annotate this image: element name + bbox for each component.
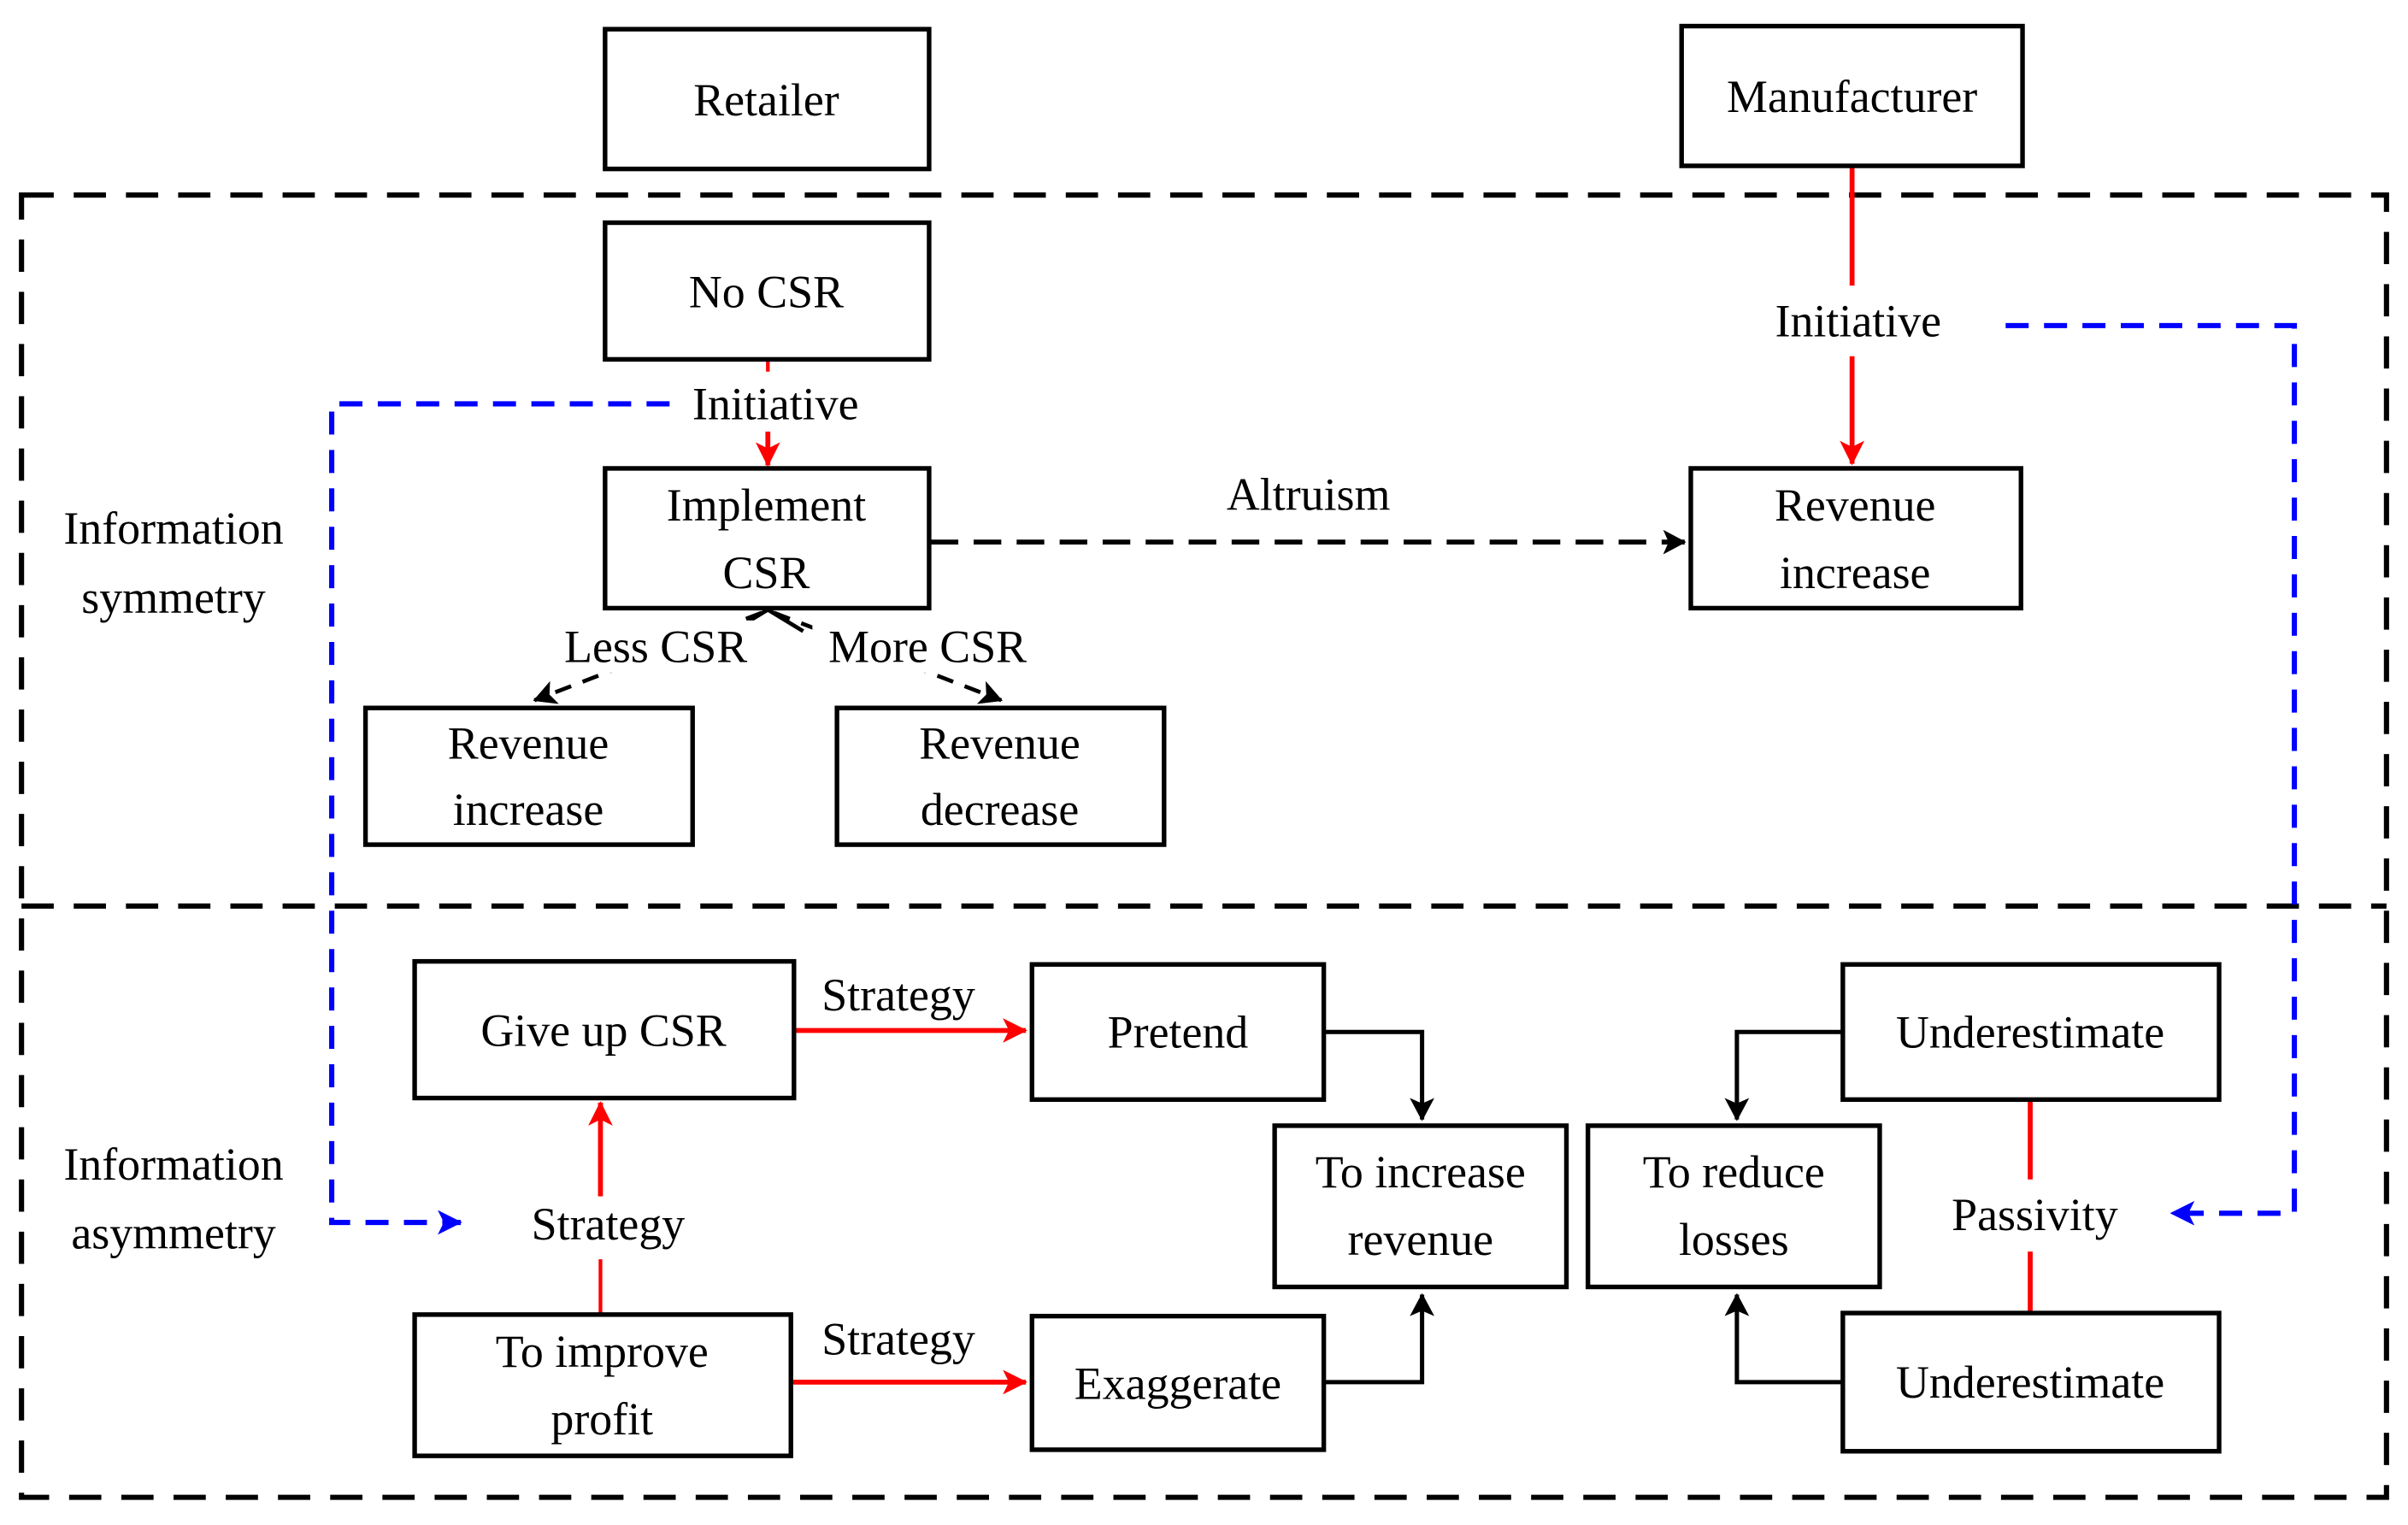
underestimate-top-box-frame xyxy=(1840,962,2222,1103)
implement-csr-label-line1: Implement xyxy=(667,480,866,531)
to-improve-profit-box-frame xyxy=(412,1312,793,1458)
less-csr-label-backdrop xyxy=(540,620,771,673)
revenue-decrease-label-line1: Revenue xyxy=(919,718,1080,769)
to-increase-revenue-label-line1: To increase xyxy=(1316,1146,1526,1198)
box-underestimate-top: Underestimate xyxy=(1840,962,2222,1103)
box-underestimate-bottom: Underestimate xyxy=(1840,1310,2222,1454)
information-symmetry-label-line2: symmetry xyxy=(81,572,266,623)
arrow-underestimate-bottom-to-reduce-losses xyxy=(1724,1292,1843,1385)
revenue-increase-manufacturer-box-frame xyxy=(1688,466,2023,611)
altruism-label: Altruism xyxy=(1227,468,1391,520)
box-no-csr: No CSR xyxy=(603,220,932,362)
box-implement-csr: Implement CSR xyxy=(603,466,932,611)
implement-csr-label-line2: CSR xyxy=(723,547,810,598)
less-csr-label: Less CSR xyxy=(564,621,747,672)
outer-dashed-border xyxy=(19,192,2389,1500)
to-reduce-losses-box-frame xyxy=(1585,1123,1882,1290)
more-csr-label: More CSR xyxy=(828,621,1027,672)
pretend-box-frame xyxy=(1029,962,1327,1103)
blue-feedback-arrow-retailer xyxy=(329,401,670,1235)
to-reduce-losses-label-line1: To reduce xyxy=(1643,1146,1825,1198)
manufacturer-label: Manufacturer xyxy=(1727,71,1977,122)
box-to-improve-profit: To improve profit xyxy=(412,1312,793,1458)
box-revenue-decrease: Revenue decrease xyxy=(834,705,1167,847)
underestimate-top-label: Underestimate xyxy=(1896,1006,2164,1057)
arrow-underestimate-top-to-reduce-losses xyxy=(1724,1029,1843,1122)
more-csr-label-backdrop xyxy=(812,620,1043,673)
give-up-csr-box-frame xyxy=(412,958,797,1101)
box-manufacturer: Manufacturer xyxy=(1679,23,2025,168)
underestimate-bottom-box-frame xyxy=(1840,1310,2222,1454)
box-retailer: Retailer xyxy=(603,26,932,172)
exaggerate-box-frame xyxy=(1029,1313,1327,1452)
revenue-increase-retailer-label-line1: Revenue xyxy=(448,718,609,769)
no-csr-box-frame xyxy=(603,220,932,362)
information-asymmetry-label-line1: Information xyxy=(63,1139,283,1190)
box-pretend: Pretend xyxy=(1029,962,1327,1103)
initiative-manufacturer-label: Initiative xyxy=(1775,295,1941,346)
strategy-pretend-label: Strategy xyxy=(821,969,975,1021)
to-increase-revenue-box-frame xyxy=(1272,1123,1569,1290)
to-improve-profit-label-line1: To improve xyxy=(496,1326,709,1377)
revenue-increase-retailer-box-frame xyxy=(362,705,695,847)
to-increase-revenue-label-line2: revenue xyxy=(1348,1214,1494,1265)
to-improve-profit-label-line2: profit xyxy=(550,1393,653,1445)
to-reduce-losses-label-line2: losses xyxy=(1679,1214,1789,1265)
give-up-csr-label: Give up CSR xyxy=(480,1004,726,1056)
retailer-box-frame xyxy=(603,26,932,172)
box-revenue-increase-retailer: Revenue increase xyxy=(362,705,695,847)
initiative-retailer-label: Initiative xyxy=(692,378,858,429)
manufacturer-box-frame xyxy=(1679,23,2025,168)
box-revenue-increase-manufacturer: Revenue increase xyxy=(1688,466,2023,611)
no-csr-label: No CSR xyxy=(689,266,844,317)
information-asymmetry-label-line2: asymmetry xyxy=(71,1208,275,1259)
strategy-give-up-label: Strategy xyxy=(532,1198,686,1250)
arrow-pretend-to-increase-revenue xyxy=(1323,1029,1434,1122)
revenue-increase-manufacturer-label-line1: Revenue xyxy=(1775,480,1935,531)
passivity-label: Passivity xyxy=(1952,1189,2118,1240)
information-symmetry-label-line1: Information xyxy=(63,503,283,554)
revenue-increase-retailer-label-line2: increase xyxy=(453,784,603,835)
box-to-increase-revenue: To increase revenue xyxy=(1272,1123,1569,1290)
arrow-exaggerate-to-increase-revenue xyxy=(1323,1292,1434,1385)
more-csr-stub-line xyxy=(767,608,804,633)
pretend-label: Pretend xyxy=(1108,1006,1249,1057)
strategy-exaggerate-label: Strategy xyxy=(821,1314,975,1365)
retailer-label: Retailer xyxy=(693,74,839,126)
box-to-reduce-losses: To reduce losses xyxy=(1585,1123,1882,1290)
implement-csr-box-frame xyxy=(603,466,932,611)
blue-feedback-arrow-manufacturer xyxy=(2005,322,2298,1226)
underestimate-bottom-label: Underestimate xyxy=(1896,1357,2164,1408)
box-give-up-csr: Give up CSR xyxy=(412,958,797,1101)
exaggerate-label: Exaggerate xyxy=(1074,1358,1281,1410)
revenue-decrease-box-frame xyxy=(834,705,1167,847)
revenue-decrease-label-line2: decrease xyxy=(921,784,1079,835)
revenue-increase-manufacturer-label-line2: increase xyxy=(1780,547,1930,598)
box-exaggerate: Exaggerate xyxy=(1029,1313,1327,1452)
